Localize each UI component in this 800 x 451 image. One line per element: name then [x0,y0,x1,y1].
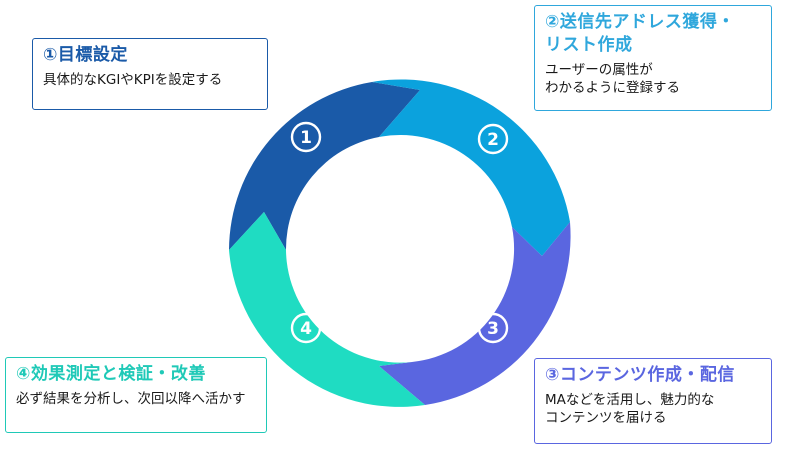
step-1-description: 具体的なKGIやKPIを設定する [43,72,223,88]
svg-text:2: 2 [487,130,499,150]
step-3-description: MAなどを活用し、魅力的な コンテンツを届ける [545,392,715,426]
step-4-description: 必ず結果を分析し、次回以降へ活かす [16,391,246,407]
cycle-segment-2 [372,79,570,256]
step-1-title: ①目標設定 [43,45,128,65]
step-2-description: ユーザーの属性が わかるように登録する [545,62,680,96]
step-3-card: ③コンテンツ作成・配信 MAなどを活用し、魅力的な コンテンツを届ける [534,358,772,444]
cycle-segment-4 [229,212,425,407]
step-1-number-badge: 1 [290,121,322,153]
step-2-number-badge: 2 [477,123,509,155]
svg-text:3: 3 [487,319,499,339]
step-2-title: ②送信先アドレス獲得・ リスト作成 [545,12,735,55]
step-2-card: ②送信先アドレス獲得・ リスト作成 ユーザーの属性が わかるように登録する [534,5,772,111]
step-3-title: ③コンテンツ作成・配信 [545,365,735,385]
svg-text:4: 4 [300,319,312,339]
step-4-card: ④効果測定と検証・改善 必ず結果を分析し、次回以降へ活かす [5,357,267,433]
cycle-segment-3 [379,222,571,405]
step-4-number-badge: 4 [290,312,322,344]
step-4-title: ④効果測定と検証・改善 [16,364,206,384]
step-1-card: ①目標設定 具体的なKGIやKPIを設定する [32,38,268,110]
cycle-segment-1 [229,82,420,250]
step-3-number-badge: 3 [477,312,509,344]
svg-text:1: 1 [300,128,312,148]
